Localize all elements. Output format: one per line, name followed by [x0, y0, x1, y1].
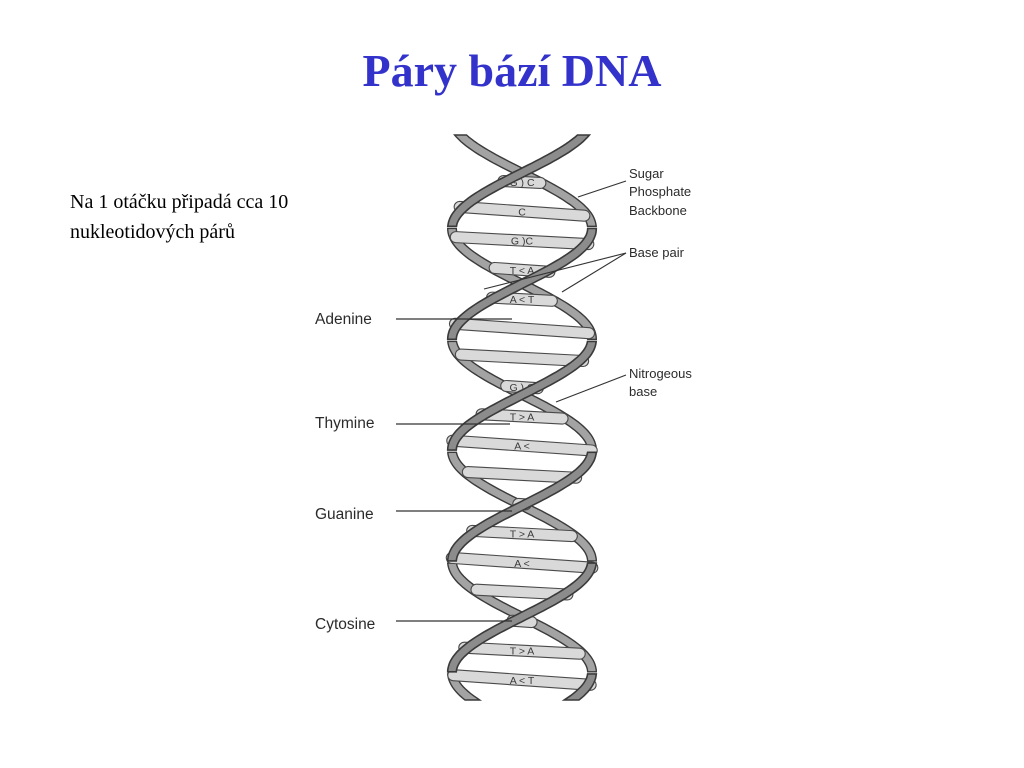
rung-label: A < [514, 558, 529, 570]
rung-bar [445, 551, 599, 574]
strand-a-front-segment [446, 562, 598, 673]
base-pairs: G ) CCG )CT < AA < TG ) CT > AA <T > AA … [445, 174, 599, 691]
note-line-1: Na 1 otáčku připadá cca 10 [70, 191, 289, 213]
base-pair-rung: T > A [458, 641, 586, 660]
rung-bar [458, 641, 586, 660]
note-text: Na 1 otáčku připadá cca 10 nukleotidovýc… [70, 187, 390, 247]
label-cytosine: Cytosine [315, 616, 375, 633]
base-pair-rung: C [453, 200, 591, 222]
rung-label: C [518, 206, 526, 218]
strand-b-back-segment [453, 134, 598, 227]
rung-bar [470, 583, 574, 601]
rung-bar [461, 466, 583, 484]
strand-a-front-segment [446, 134, 592, 228]
strand-b-front-segment [561, 673, 598, 701]
rung-label: T < A [510, 265, 535, 277]
note-line-2: nukleotidových párů [70, 221, 235, 243]
rung-label: T > A [510, 529, 535, 541]
leader-base-pair-2 [561, 252, 627, 293]
rung-bar [447, 669, 597, 691]
rung-label: T > A [510, 646, 535, 658]
leader-base-pair-1 [483, 252, 627, 290]
leader-backbone [577, 180, 627, 198]
rung-bar [449, 231, 595, 251]
slide-title: Páry bází DNA [362, 45, 662, 96]
rung-label: A < T [510, 294, 535, 306]
strand-b-front-segment [446, 227, 598, 341]
base-pair-rung: G )C [449, 231, 595, 251]
base-pair-rung: T > A [466, 524, 578, 543]
base-pair-rung: A < [446, 434, 598, 457]
rung-label: A < T [510, 675, 535, 687]
rung-bar [448, 317, 596, 340]
left-labels: Adenine Thymine Guanine Cytosine [315, 311, 512, 633]
rung-label: G )C [511, 236, 534, 248]
right-labels: Sugar Phosphate Backbone Base pair Nitro… [483, 166, 692, 403]
backbone-strand-front [446, 134, 598, 701]
label-thymine: Thymine [315, 415, 374, 432]
rung-bar [453, 200, 591, 222]
base-pair-rung [448, 317, 596, 340]
rung-bar [454, 348, 590, 368]
rung-bar [466, 524, 578, 543]
label-base-pair: Base pair [629, 245, 685, 260]
base-pair-rung: A < T [447, 669, 597, 691]
label-base: base [629, 384, 657, 399]
rung-label: A < [514, 441, 529, 453]
leader-nitrogeous [555, 374, 627, 403]
base-pair-rung [470, 583, 574, 601]
label-guanine: Guanine [315, 506, 374, 523]
rung-label: T > A [510, 411, 535, 423]
rung-bar [446, 434, 598, 457]
label-phosphate: Phosphate [629, 184, 691, 199]
strand-b-front-segment [446, 451, 598, 562]
label-backbone: Backbone [629, 203, 687, 218]
base-pair-rung: A < [445, 551, 599, 574]
label-nitrogeous: Nitrogeous [629, 366, 692, 381]
base-pair-rung [454, 348, 590, 368]
base-pair-rung [461, 466, 583, 484]
base-pair-rung: T > A [475, 408, 569, 425]
label-adenine: Adenine [315, 311, 372, 328]
strand-a-front-segment [446, 340, 598, 451]
label-sugar: Sugar [629, 166, 664, 181]
